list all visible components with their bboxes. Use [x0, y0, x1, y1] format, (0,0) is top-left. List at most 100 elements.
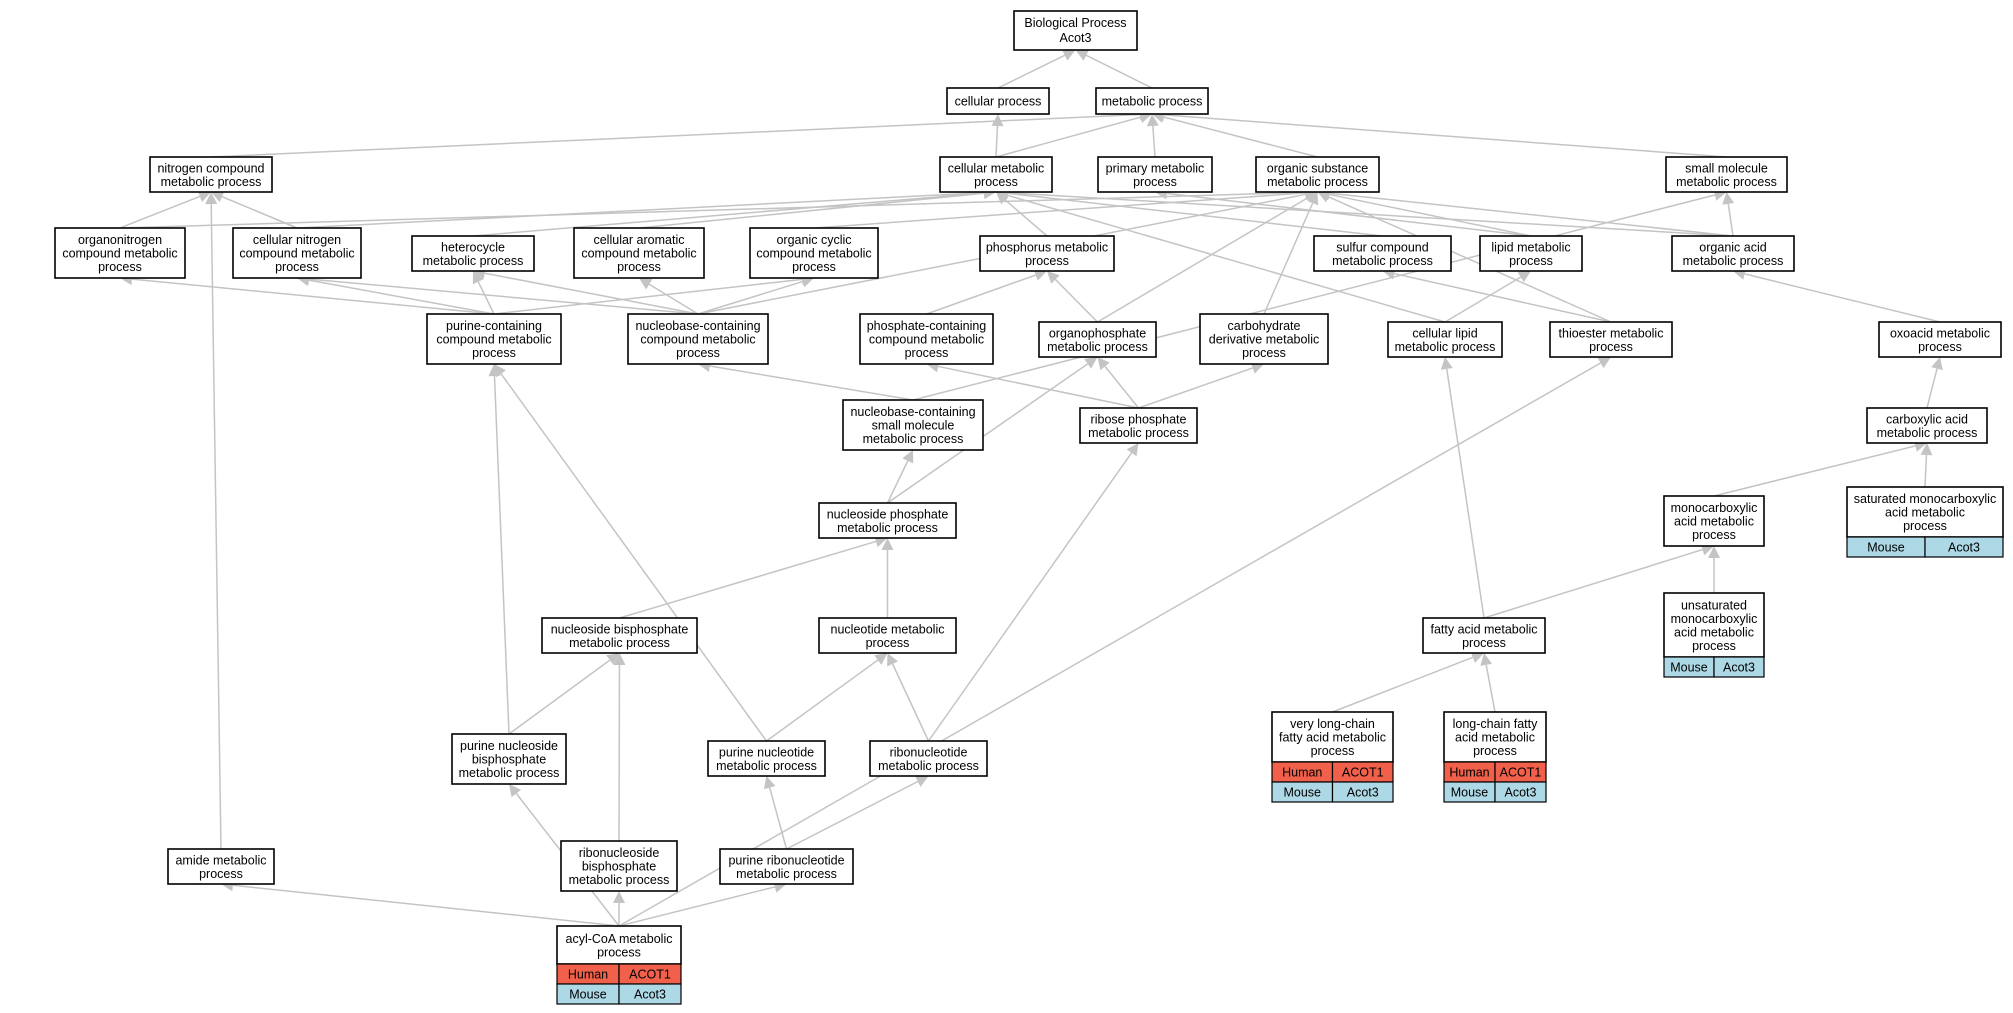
node-label-line: metabolic process [1395, 340, 1496, 354]
node-label-line: ribonucleotide [890, 745, 968, 759]
edge-ribonucleotide-to-ribosephos [927, 443, 1139, 742]
node-label-line: nucleoside phosphate [827, 507, 949, 521]
edge-nucleobasecont-to-cellaromatic [639, 278, 699, 315]
node-label-line: process [1918, 340, 1962, 354]
edge-purinenucleotide-to-purinecont [494, 364, 768, 742]
node-label-line: cellular metabolic [948, 161, 1045, 175]
edge-orgacid-to-smallmol [1722, 192, 1735, 237]
node-label-line: purine-containing [446, 319, 542, 333]
node-label-line: oxoacid metabolic [1890, 326, 1990, 340]
node-label-line: metabolic process [423, 254, 524, 268]
node-label-line: nucleotide metabolic [831, 622, 945, 636]
node-label-line: acid metabolic [1674, 625, 1754, 639]
node-label-line: compound metabolic [62, 247, 177, 261]
node-label-line: organic acid [1699, 240, 1766, 254]
nodes-layer: Biological Process Acot3 cellular proces… [54, 10, 2004, 1005]
node-label-line: process [1692, 528, 1736, 542]
node-label-line: fatty acid metabolic [1279, 731, 1386, 745]
node-metabolic[interactable]: metabolic process [1095, 87, 1209, 115]
species-label: Human [568, 968, 608, 982]
node-cellular[interactable]: cellular process [946, 87, 1050, 115]
node-label-line: unsaturated [1681, 598, 1747, 612]
edge-acylcoa-to-thioester [618, 357, 1611, 927]
node-label-line: phosphate-containing [867, 319, 987, 333]
edge-purineribo-to-purinenucleotide [763, 776, 788, 850]
node-label-line: metabolic process [1267, 175, 1368, 189]
node-label-line: metabolic process [878, 759, 979, 773]
edge-nitrogen-to-metabolic [210, 108, 1152, 158]
gene-label: ACOT1 [1500, 766, 1542, 780]
node-label-line: fatty acid metabolic [1431, 622, 1538, 636]
node-label-line: bisphosphate [472, 753, 546, 767]
node-label-line: heterocycle [441, 240, 505, 254]
gene-label: Acot3 [1505, 786, 1537, 800]
node-label-line: process [1462, 636, 1506, 650]
node-label-line: metabolic process [1102, 95, 1203, 109]
node-label-line: acid metabolic [1674, 515, 1754, 529]
node-label-line: small molecule [1685, 161, 1768, 175]
species-label: Mouse [1867, 541, 1905, 555]
root-node[interactable]: Biological Process Acot3 [1013, 10, 1138, 51]
edge-nucleosidephos-to-organophosphate [887, 357, 1098, 504]
edge-satmono-to-carboxylic [1920, 443, 1933, 488]
node-label-line: nucleobase-containing [850, 405, 975, 419]
edge-amide-to-nitrogen [205, 192, 222, 850]
node-label-line: metabolic process [459, 766, 560, 780]
node-label-line: process [1311, 744, 1355, 758]
edge-cellmet-to-cellular [991, 114, 1004, 158]
edge-nbsmall-to-smallmol [912, 189, 1727, 401]
gene-label: Acot3 [634, 988, 666, 1002]
node-label-line: process [98, 260, 142, 274]
node-label-line: process [1692, 639, 1736, 653]
node-label-line: metabolic process [716, 759, 817, 773]
node-label-line: cellular aromatic [593, 233, 684, 247]
edge-cellnitrogen-to-nitrogen [211, 191, 298, 229]
edge-thioester-to-orgsub [1317, 191, 1612, 323]
species-label: Human [1282, 766, 1322, 780]
edge-nbsmall-to-nucleobasecont [698, 360, 914, 401]
